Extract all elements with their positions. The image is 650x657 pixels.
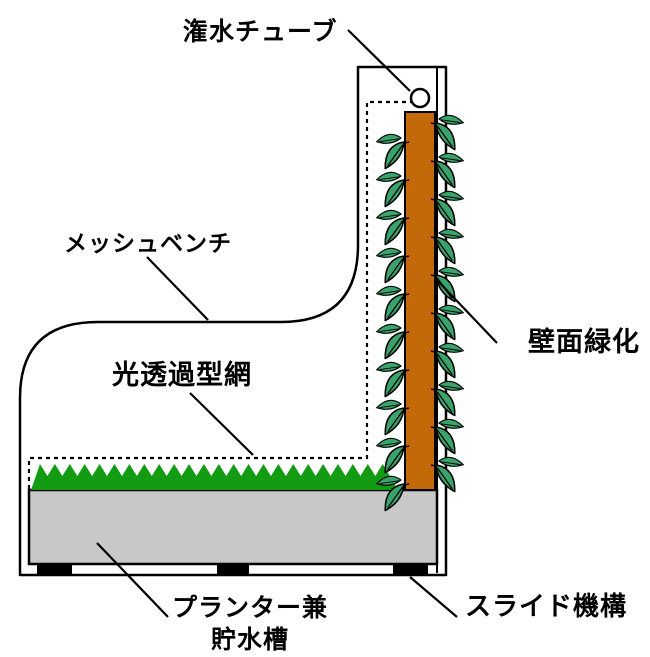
mesh-bench-callout-line — [146, 256, 209, 321]
leaf-cluster — [430, 380, 464, 417]
leaf-cluster — [376, 323, 410, 360]
wall-greening-label: 壁面緑化 — [528, 326, 640, 357]
irrigation-tube-callout-line — [347, 29, 411, 92]
slide-foot-right — [393, 564, 428, 574]
light-net-callout-line — [189, 392, 254, 456]
planter-label-line1: プランター兼 — [172, 593, 328, 622]
leaf-cluster — [376, 133, 410, 170]
planter-water-tank — [27, 488, 439, 566]
irrigation-tube-label: 潅水チューブ — [183, 17, 338, 46]
leaf-cluster — [376, 171, 410, 208]
light-net-label: 光透過型網 — [111, 359, 252, 390]
leaf-cluster — [376, 437, 410, 474]
leaf-cluster — [376, 209, 410, 246]
leaf-cluster — [376, 475, 410, 512]
leaf-cluster — [430, 114, 464, 151]
leaf-cluster — [430, 228, 464, 265]
slide-foot-left — [37, 564, 72, 574]
leaf-cluster — [376, 399, 410, 436]
leaf-cluster — [376, 361, 410, 398]
leaf-cluster — [430, 152, 464, 189]
slide-foot-middle — [217, 564, 249, 574]
slide-mechanism-label: スライド機構 — [465, 591, 627, 621]
irrigation-tube-outlet — [409, 87, 431, 109]
leaf-cluster — [430, 342, 464, 379]
leaf-cluster — [430, 304, 464, 341]
wall-greening-callout-line — [435, 278, 498, 344]
leaf-cluster — [376, 285, 410, 322]
leaf-cluster — [430, 456, 464, 493]
light-net-dotted-line — [27, 100, 429, 489]
planter-label-line2: 貯水槽 — [211, 625, 289, 654]
leaf-cluster — [376, 247, 410, 284]
mesh-bench-outline — [18, 65, 448, 577]
mesh-bench-label: メッシュベンチ — [64, 230, 232, 256]
grass-surface — [31, 464, 398, 490]
leaf-cluster — [430, 418, 464, 455]
leaf-cluster — [430, 190, 464, 227]
planter-callout-line — [96, 542, 169, 618]
slide-mechanism-callout-line — [409, 576, 458, 618]
greening-column — [404, 111, 436, 491]
wall-greening-leaves — [376, 114, 464, 512]
